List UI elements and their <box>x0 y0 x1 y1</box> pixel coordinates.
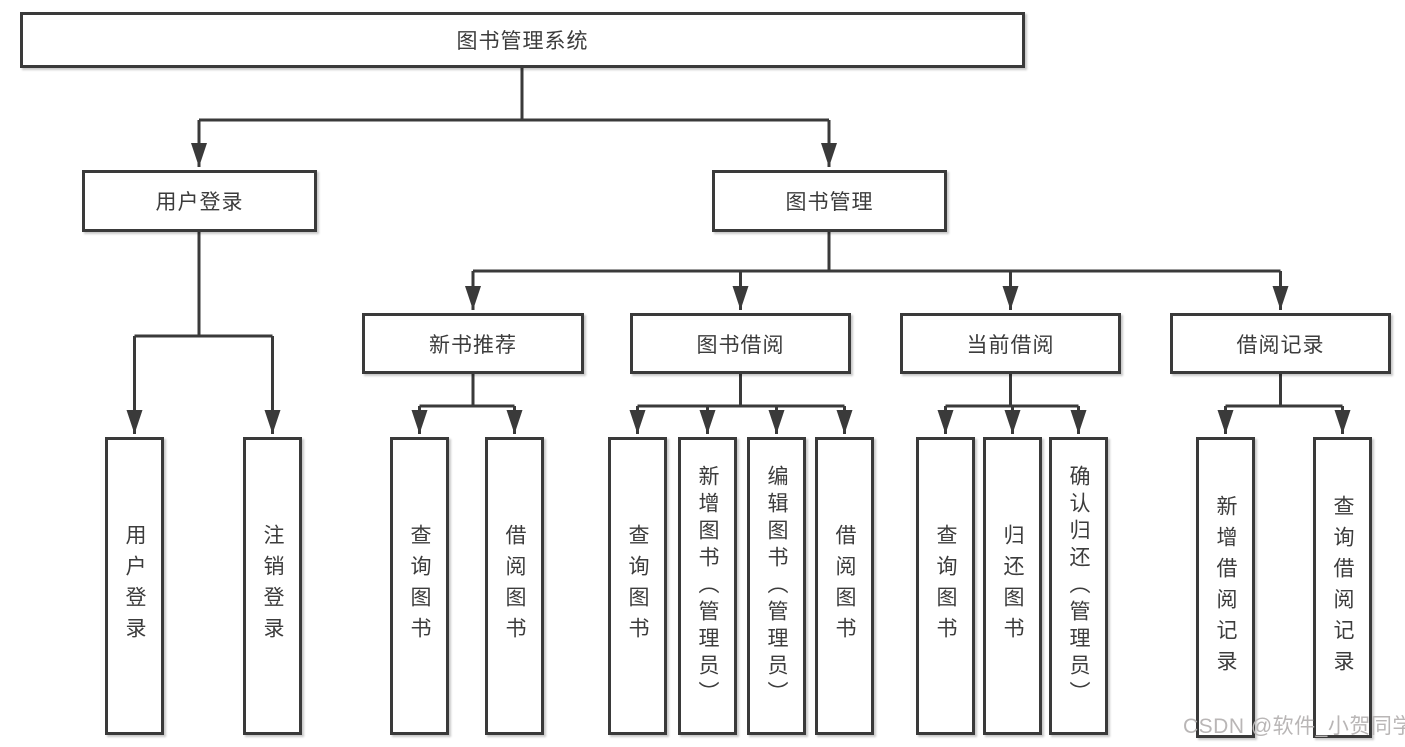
leaf-bb-query-books: 查询图书 <box>608 437 667 735</box>
leaf-bb-borrow-books: 借阅图书 <box>815 437 874 735</box>
leaf-user-login-label: 用户登录 <box>123 524 146 648</box>
leaf-br-query-record-label: 查询借阅记录 <box>1331 494 1354 681</box>
leaf-cb-return-books: 归还图书 <box>983 437 1042 735</box>
leaf-user-login: 用户登录 <box>105 437 164 735</box>
node-book-management-label: 图书管理 <box>785 191 874 214</box>
node-user-login: 用户登录 <box>82 170 317 232</box>
node-book-management: 图书管理 <box>712 170 947 232</box>
node-root-label: 图书管理系统 <box>456 30 589 53</box>
leaf-nbr-borrow-books: 借阅图书 <box>485 437 544 735</box>
leaf-bb-add-books-admin-label: 新增图书（管理员） <box>696 464 719 708</box>
node-root: 图书管理系统 <box>20 12 1025 68</box>
node-borrow-records-label: 借阅记录 <box>1236 333 1325 357</box>
leaf-cb-confirm-return-admin-label: 确认归还（管理员） <box>1067 464 1090 708</box>
leaf-br-add-record-label: 新增借阅记录 <box>1214 494 1237 681</box>
leaf-cb-query-books: 查询图书 <box>916 437 975 735</box>
node-new-book-recommend-label: 新书推荐 <box>429 333 517 357</box>
leaf-cb-return-books-label: 归还图书 <box>1001 524 1024 648</box>
node-book-borrow-label: 图书借阅 <box>696 333 785 357</box>
node-book-borrow: 图书借阅 <box>630 313 851 374</box>
watermark: CSDN @软件_小贺同学 <box>1183 715 1405 738</box>
leaf-nbr-query-books-label: 查询图书 <box>408 524 431 648</box>
node-borrow-records: 借阅记录 <box>1170 313 1391 374</box>
leaf-nbr-query-books: 查询图书 <box>390 437 449 735</box>
leaf-bb-borrow-books-label: 借阅图书 <box>833 524 856 648</box>
node-new-book-recommend: 新书推荐 <box>362 313 584 374</box>
leaf-logout: 注销登录 <box>243 437 302 735</box>
leaf-nbr-borrow-books-label: 借阅图书 <box>503 524 526 648</box>
leaf-br-add-record: 新增借阅记录 <box>1196 437 1255 738</box>
leaf-cb-confirm-return-admin: 确认归还（管理员） <box>1049 437 1108 735</box>
leaf-br-query-record: 查询借阅记录 <box>1313 437 1372 738</box>
leaf-bb-add-books-admin: 新增图书（管理员） <box>678 437 737 735</box>
node-user-login-label: 用户登录 <box>155 191 244 214</box>
leaf-bb-edit-books-admin-label: 编辑图书（管理员） <box>765 464 788 708</box>
node-current-borrow-label: 当前借阅 <box>966 333 1055 357</box>
leaf-bb-edit-books-admin: 编辑图书（管理员） <box>747 437 806 735</box>
leaf-cb-query-books-label: 查询图书 <box>934 524 957 648</box>
node-current-borrow: 当前借阅 <box>900 313 1121 374</box>
leaf-logout-label: 注销登录 <box>261 524 284 648</box>
leaf-bb-query-books-label: 查询图书 <box>626 524 649 648</box>
